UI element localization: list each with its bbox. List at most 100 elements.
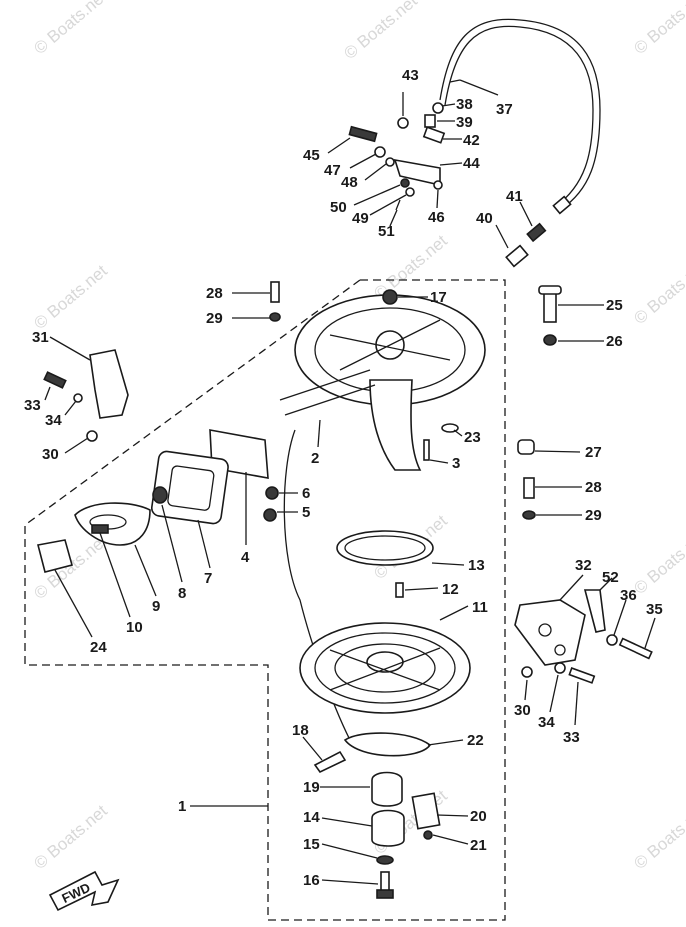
- lever-52: [583, 589, 606, 633]
- bolt-28b: [523, 477, 535, 499]
- watermark-3: © Boats.net: [630, 0, 686, 58]
- washer-34a: [73, 393, 83, 403]
- leader-lines: [44, 79, 656, 885]
- linkage-group: [348, 102, 446, 211]
- leader-12: [404, 587, 439, 591]
- washer-48: [385, 157, 395, 167]
- leader-47: [349, 153, 377, 169]
- callout-42: 42: [463, 132, 480, 149]
- nut-17: [382, 289, 398, 305]
- washer-36: [606, 634, 618, 646]
- bolt-16: [380, 871, 390, 893]
- screw-21: [423, 830, 433, 840]
- bracket-31-group: [43, 349, 129, 442]
- callout-11: 11: [472, 599, 488, 616]
- cushion-7-inner: [167, 465, 215, 511]
- callout-20: 20: [470, 808, 487, 825]
- leader-33a: [44, 386, 51, 401]
- callout-35: 35: [646, 601, 663, 618]
- starter-housing-2: [279, 289, 486, 471]
- washer-34b: [554, 662, 566, 674]
- callout-13: 13: [468, 557, 485, 574]
- housing-spoke-1: [329, 334, 451, 361]
- leader-37: [459, 79, 499, 96]
- leader-33b: [574, 681, 579, 726]
- housing-spoke-2: [339, 319, 441, 371]
- leader-37b: [449, 79, 461, 83]
- watermark-10: © Boats.net: [30, 801, 111, 873]
- bracket-42: [422, 126, 446, 144]
- callout-10: 10: [126, 619, 143, 636]
- callout-25: 25: [606, 297, 623, 314]
- control-cable-inner: [444, 25, 594, 208]
- callout-30a: 30: [42, 446, 59, 463]
- callout-38: 38: [456, 96, 473, 113]
- callout-1: 1: [178, 798, 186, 815]
- cable-joint-40: [505, 244, 529, 268]
- cap-24: [37, 539, 73, 573]
- leader-44: [439, 162, 463, 166]
- leader-2: [317, 419, 321, 448]
- leader-24: [54, 569, 93, 638]
- leader-32: [559, 574, 584, 601]
- watermark-7: © Boats.net: [30, 531, 111, 603]
- leader-49: [369, 194, 407, 216]
- washer-46: [433, 180, 443, 190]
- callout-51: 51: [378, 223, 395, 240]
- callout-28a: 28: [206, 285, 223, 302]
- leader-3: [429, 459, 449, 464]
- housing-arm-2: [284, 384, 376, 416]
- bracket-32-hole-1: [538, 623, 552, 637]
- pin-3: [423, 439, 430, 461]
- assembly-outline: [24, 279, 506, 921]
- leader-34b: [549, 674, 559, 713]
- leader-31: [49, 336, 91, 361]
- leader-34a: [64, 400, 77, 416]
- cable-end: [552, 195, 572, 215]
- bushing-14: [371, 809, 405, 847]
- plate-22: [343, 732, 432, 757]
- callout-37: 37: [496, 101, 513, 118]
- bracket-32-hole-2: [554, 644, 566, 656]
- watermark-6: © Boats.net: [630, 256, 686, 328]
- lower-parts: [313, 732, 441, 899]
- spiral-spring-13-inner: [344, 535, 426, 561]
- bush-49: [405, 187, 415, 197]
- fwd-arrow-shape: [48, 870, 120, 912]
- leader-14: [321, 817, 373, 827]
- callout-2: 2: [311, 450, 319, 467]
- drum-spoke-2: [329, 647, 441, 691]
- spring-41: [526, 222, 547, 243]
- callout-46: 46: [428, 209, 445, 226]
- callout-3: 3: [452, 455, 460, 472]
- leader-23: [453, 429, 463, 437]
- callout-49: 49: [352, 210, 369, 227]
- housing-arm: [279, 369, 371, 401]
- leader-20: [436, 814, 469, 817]
- callout-41: 41: [506, 188, 523, 205]
- callout-22: 22: [467, 732, 484, 749]
- leader-48: [364, 163, 387, 181]
- callout-27: 27: [585, 444, 602, 461]
- callout-39: 39: [456, 114, 473, 131]
- leader-40: [495, 224, 509, 249]
- leader-13: [431, 562, 465, 566]
- leader-45: [327, 137, 351, 154]
- housing-neck: [369, 379, 422, 471]
- callout-18: 18: [292, 722, 309, 739]
- callout-44: 44: [463, 155, 480, 172]
- plate-20: [411, 792, 441, 830]
- bolt-33b: [568, 667, 596, 684]
- callout-52: 52: [602, 569, 619, 586]
- spring-50: [400, 178, 410, 188]
- leader-9: [134, 544, 157, 597]
- bolt-25-head: [538, 285, 562, 295]
- callout-6: 6: [302, 485, 310, 502]
- bolt-6: [265, 486, 279, 500]
- callout-33b: 33: [563, 729, 580, 746]
- leader-41: [519, 201, 533, 227]
- drum-spoke-1: [329, 649, 441, 691]
- callout-15: 15: [303, 836, 320, 853]
- callout-28b: 28: [585, 479, 602, 496]
